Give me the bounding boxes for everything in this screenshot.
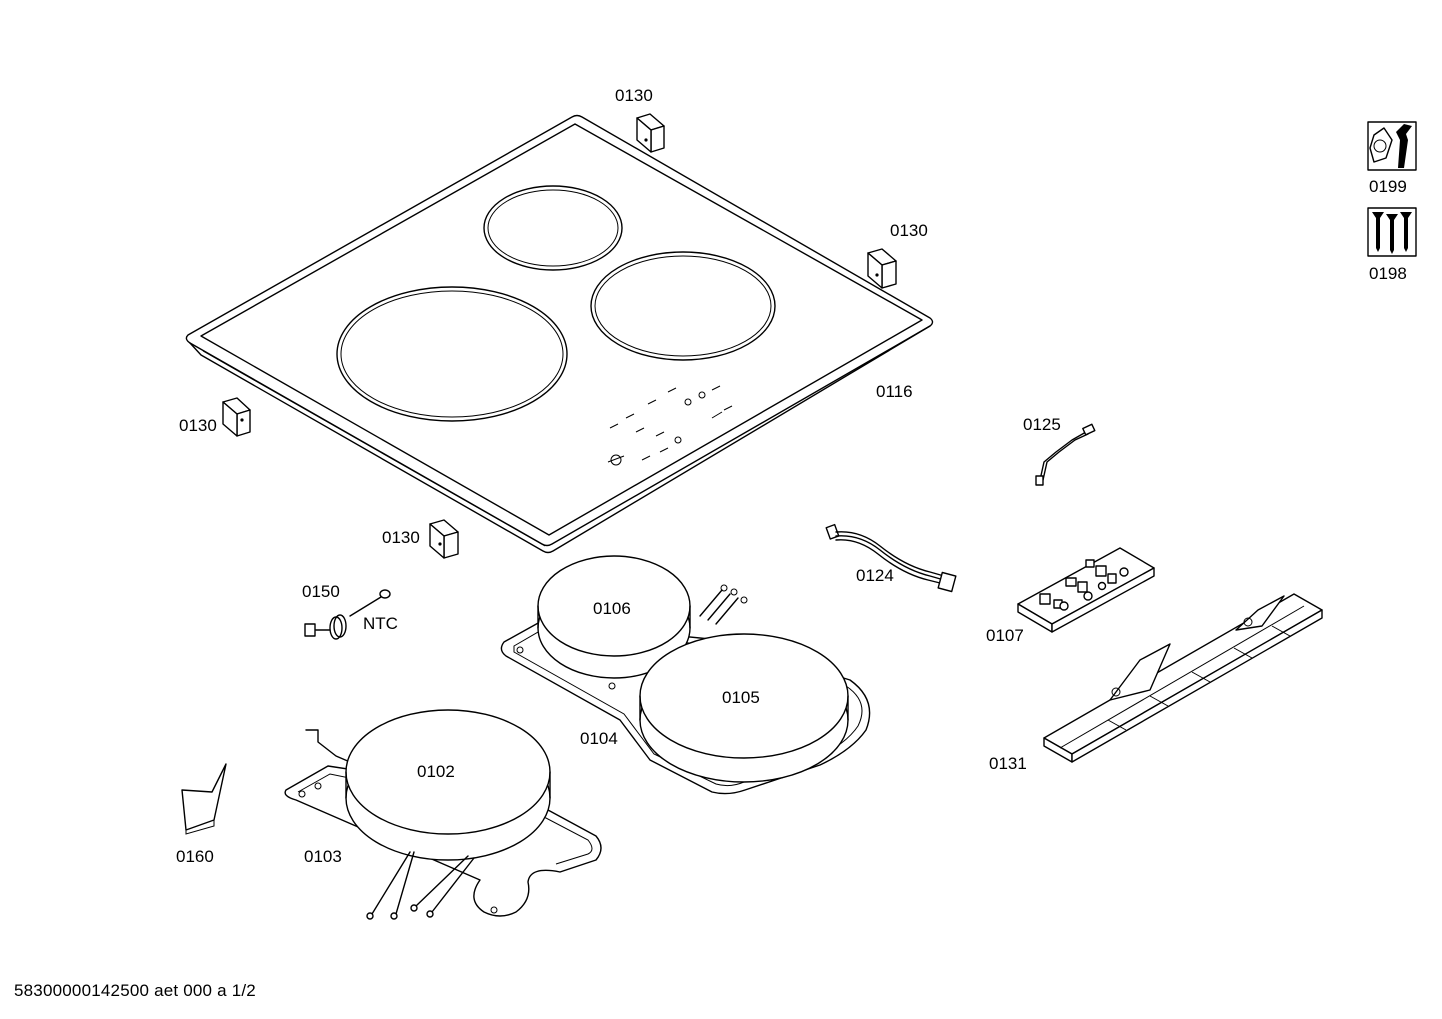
induction-coil-0102[interactable] [345, 709, 551, 920]
label-0105: 0105 [722, 688, 760, 707]
induction-coil-0105[interactable] [639, 633, 849, 783]
cable-0124[interactable] [825, 523, 957, 593]
label-0198: 0198 [1369, 264, 1407, 283]
label-0131: 0131 [989, 754, 1027, 773]
label-0130-left: 0130 [179, 416, 217, 435]
label-0199: 0199 [1369, 177, 1407, 196]
label-0106: 0106 [593, 599, 631, 618]
touch-controls [607, 385, 733, 466]
label-0130-top: 0130 [615, 86, 653, 105]
cable-0125[interactable] [1035, 423, 1096, 486]
coil-wires [366, 851, 475, 920]
shield-plate-0160[interactable] [181, 763, 227, 835]
label-0130-bottom: 0130 [382, 528, 420, 547]
bracket-0130-bottom[interactable] [429, 519, 459, 559]
carrier-rail-0131[interactable] [1043, 593, 1323, 763]
label-0107: 0107 [986, 626, 1024, 645]
nut-and-wrench-icon [1367, 121, 1417, 171]
screws-icon [1367, 207, 1417, 257]
ntc-sensor-0150[interactable] [304, 589, 391, 640]
label-0125: 0125 [1023, 415, 1061, 434]
label-0130-right: 0130 [890, 221, 928, 240]
label-0124: 0124 [856, 566, 894, 585]
label-0160: 0160 [176, 847, 214, 866]
induction-coil-0106[interactable] [537, 555, 691, 679]
board-components [1039, 559, 1129, 611]
label-0103: 0103 [304, 847, 342, 866]
label-ntc: NTC [363, 614, 398, 633]
label-0102: 0102 [417, 762, 455, 781]
bracket-0130-right[interactable] [867, 248, 897, 289]
bracket-0130-left[interactable] [222, 397, 251, 437]
bracket-0130-top[interactable] [636, 113, 665, 153]
control-board-0107[interactable] [1017, 547, 1155, 633]
label-0116: 0116 [876, 382, 913, 401]
hob-top-0116[interactable] [185, 114, 934, 554]
drawing-code-footer: 58300000142500 aet 000 a 1/2 [14, 981, 256, 1000]
label-0150: 0150 [302, 582, 340, 601]
label-0104: 0104 [580, 729, 618, 748]
